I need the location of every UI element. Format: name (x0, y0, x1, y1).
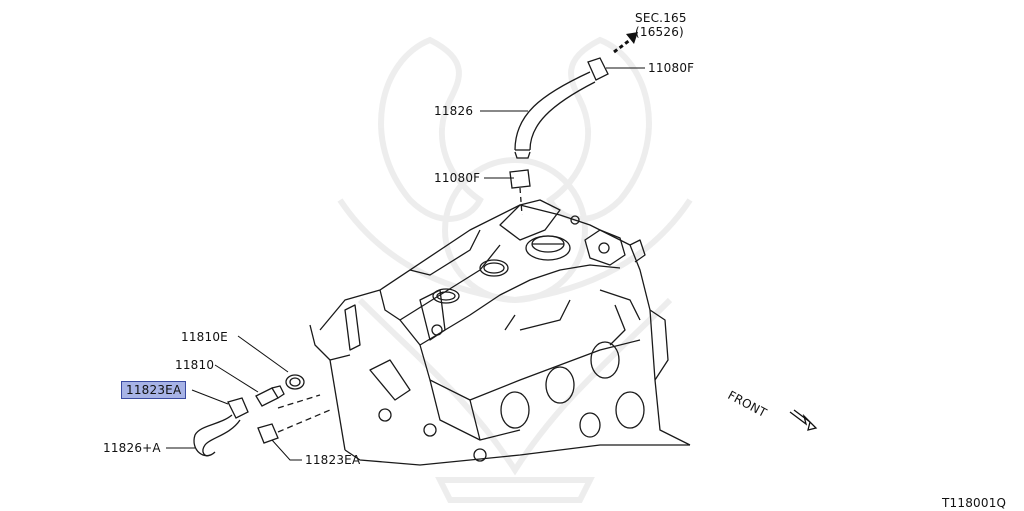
sec-ref-line2: (16526) (635, 25, 684, 39)
upper-hose (509, 57, 609, 216)
callout-grommet[interactable]: 11810E (181, 330, 228, 344)
callout-clamp-bottom[interactable]: 11823EA (305, 453, 361, 467)
pcv-parts (193, 374, 331, 457)
callout-hose-bottom[interactable]: 11826+A (103, 441, 161, 455)
callout-clamp-mid[interactable]: 11080F (434, 171, 481, 185)
callout-hose-top[interactable]: 11826 (434, 104, 474, 118)
leader-lines (166, 67, 645, 461)
callout-valve[interactable]: 11810 (175, 358, 215, 372)
figure-code: T118001Q (942, 496, 1007, 510)
sec-arrow (613, 32, 638, 54)
sec-ref-label: SEC.165 (16526) (635, 11, 687, 39)
callout-clamp-top[interactable]: 11080F (648, 61, 695, 75)
front-arrow (789, 409, 818, 431)
callout-clamp-highlighted[interactable]: 11823EA (121, 381, 187, 399)
cylinder-head-drawing (309, 199, 691, 466)
sec-ref-line1: SEC.165 (635, 11, 687, 25)
watermark-logo (337, 36, 693, 503)
